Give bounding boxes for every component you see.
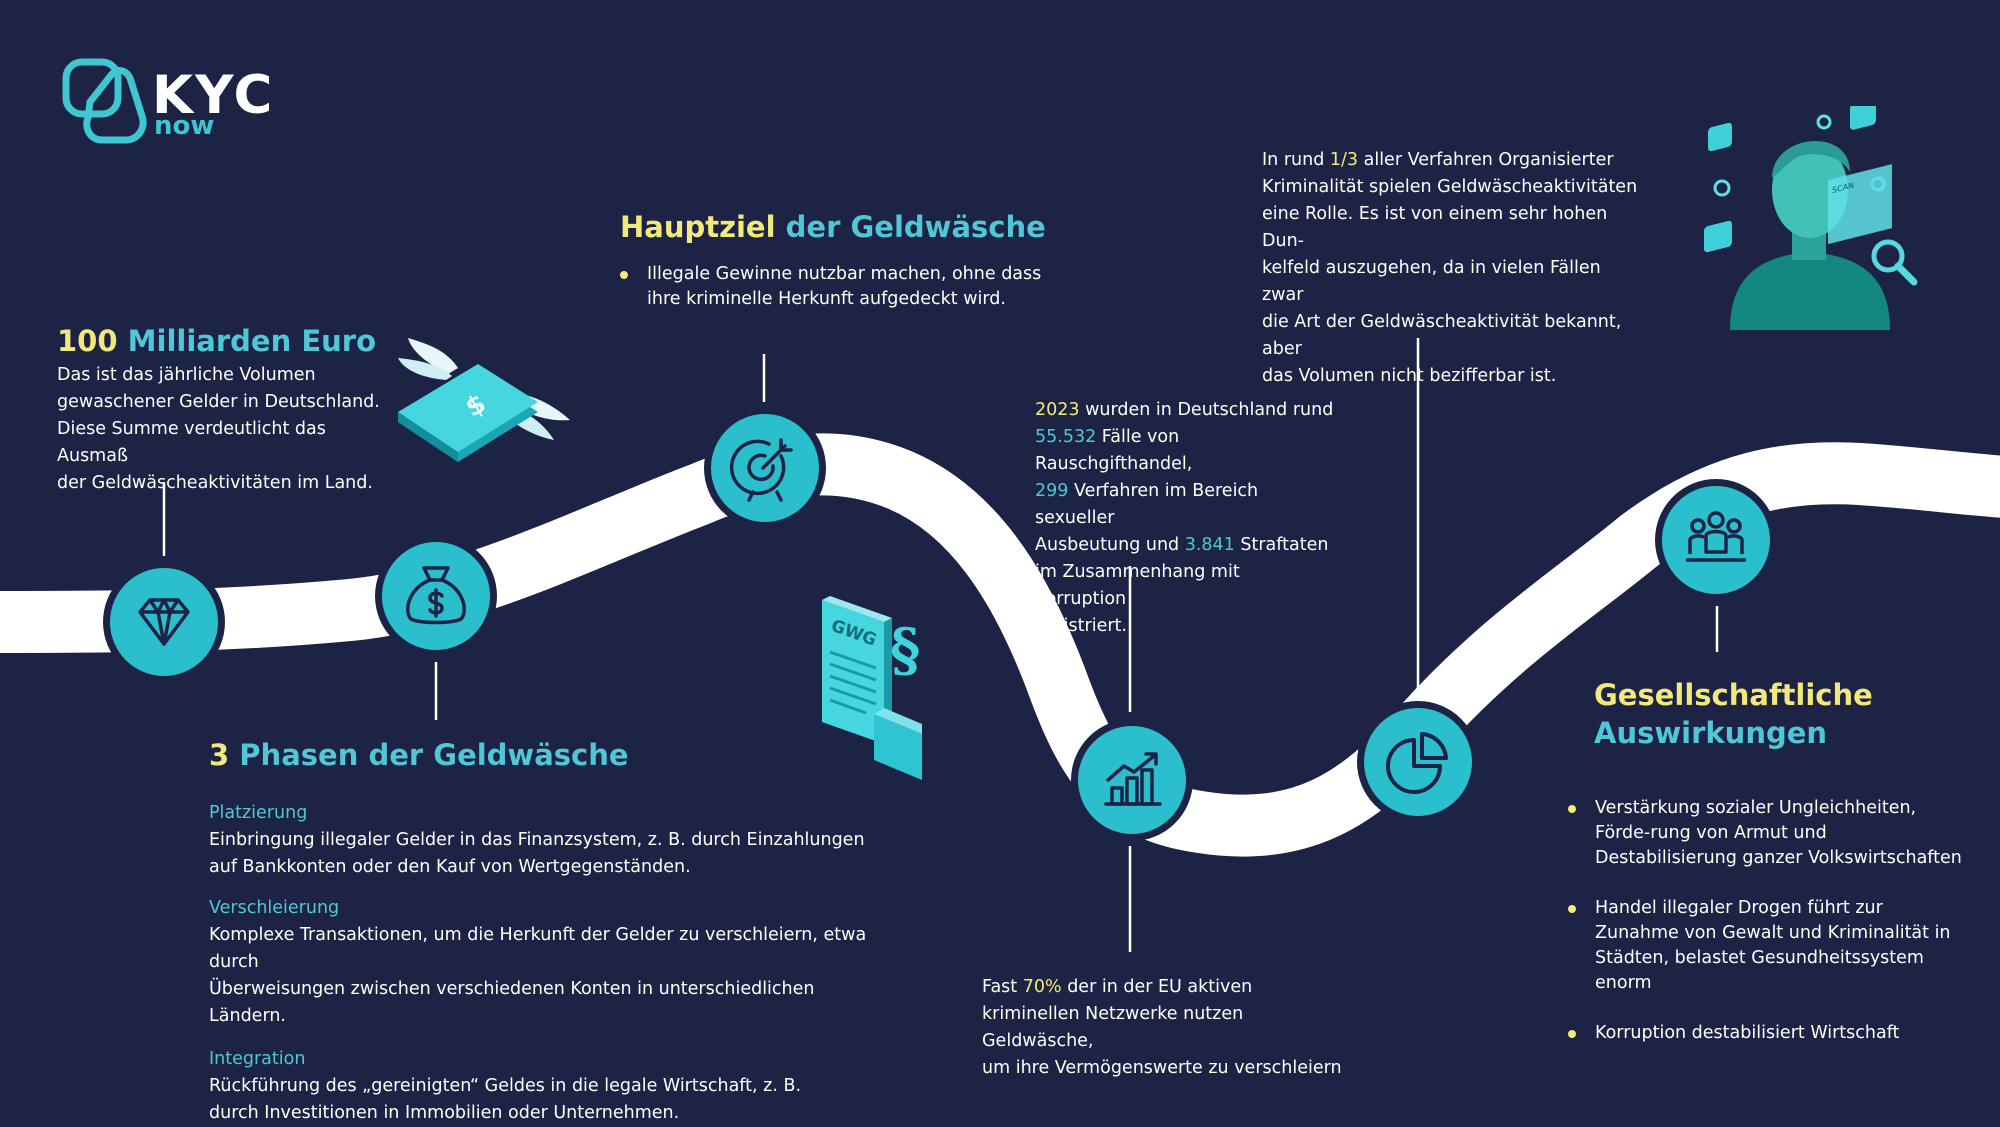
phases-title: 3 Phasen der Geldwäsche xyxy=(209,738,629,772)
pie-chart-node xyxy=(1357,701,1479,823)
connector-lines xyxy=(162,338,1719,952)
volume-title: 100 Milliarden Euro xyxy=(57,324,376,358)
impact-bullets: Verstärkung sozialer Ungleichheiten, För… xyxy=(1568,796,1968,1046)
target-icon xyxy=(729,438,793,502)
flying-money-icon: $ xyxy=(398,338,570,462)
diamond-node xyxy=(103,561,225,683)
impact-bullet: Handel illegaler Drogen führt zur Zunahm… xyxy=(1568,896,1968,996)
target-node xyxy=(704,407,826,529)
impact-block: Gesellschaftliche Auswirkungen xyxy=(1594,676,1964,752)
law-document-icon: GWG § xyxy=(822,596,922,780)
growth-chart-icon xyxy=(1104,752,1162,806)
volume-block: 100 Milliarden Euro Das ist das jährlich… xyxy=(57,322,397,497)
organized-crime-block: In rund 1/3 aller Verfahren Organisierte… xyxy=(1262,150,1638,386)
phase-item: Platzierung Einbringung illegaler Gelder… xyxy=(209,803,865,877)
impact-bullet: Korruption destabilisiert Wirtschaft xyxy=(1568,1021,1968,1046)
identity-scan-icon: SCAN xyxy=(1704,106,1918,330)
goal-block: Hauptziel der Geldwäsche Illegale Gewinn… xyxy=(620,208,1060,312)
goal-bullet: Illegale Gewinne nutzbar machen, ohne da… xyxy=(620,262,1060,312)
eu-block: Fast 70% der in der EU aktiven kriminell… xyxy=(982,977,1342,1078)
money-bag-node xyxy=(375,535,497,657)
goal-title: Hauptziel der Geldwäsche xyxy=(620,210,1046,244)
brand-subname: now xyxy=(154,111,215,141)
svg-text:§: § xyxy=(890,616,920,684)
kyc-logo-icon xyxy=(62,58,147,144)
people-group-node xyxy=(1655,479,1777,601)
impact-bullet: Verstärkung sozialer Ungleichheiten, För… xyxy=(1568,796,1968,871)
goal-bullets: Illegale Gewinne nutzbar machen, ohne da… xyxy=(620,262,1060,312)
phases-block: 3 Phasen der Geldwäsche Platzierung Einb… xyxy=(209,736,869,1127)
brand-name: KYC xyxy=(152,65,275,126)
phase-item: Integration Rückführung des „gereinigten… xyxy=(209,1049,802,1123)
money-bag-icon xyxy=(406,566,466,625)
stats-2023-block: 2023 wurden in Deutschland rund 55.532 F… xyxy=(1035,400,1334,636)
impact-title: Gesellschaftliche Auswirkungen xyxy=(1594,678,1873,750)
diamond-icon xyxy=(138,598,190,646)
volume-text: Das ist das jährliche Volumen gewaschene… xyxy=(57,365,380,493)
phase-item: Verschleierung Komplexe Transaktionen, u… xyxy=(209,898,867,1026)
people-group-icon xyxy=(1686,511,1746,562)
growth-chart-node xyxy=(1071,719,1193,841)
pie-chart-icon xyxy=(1386,732,1448,794)
